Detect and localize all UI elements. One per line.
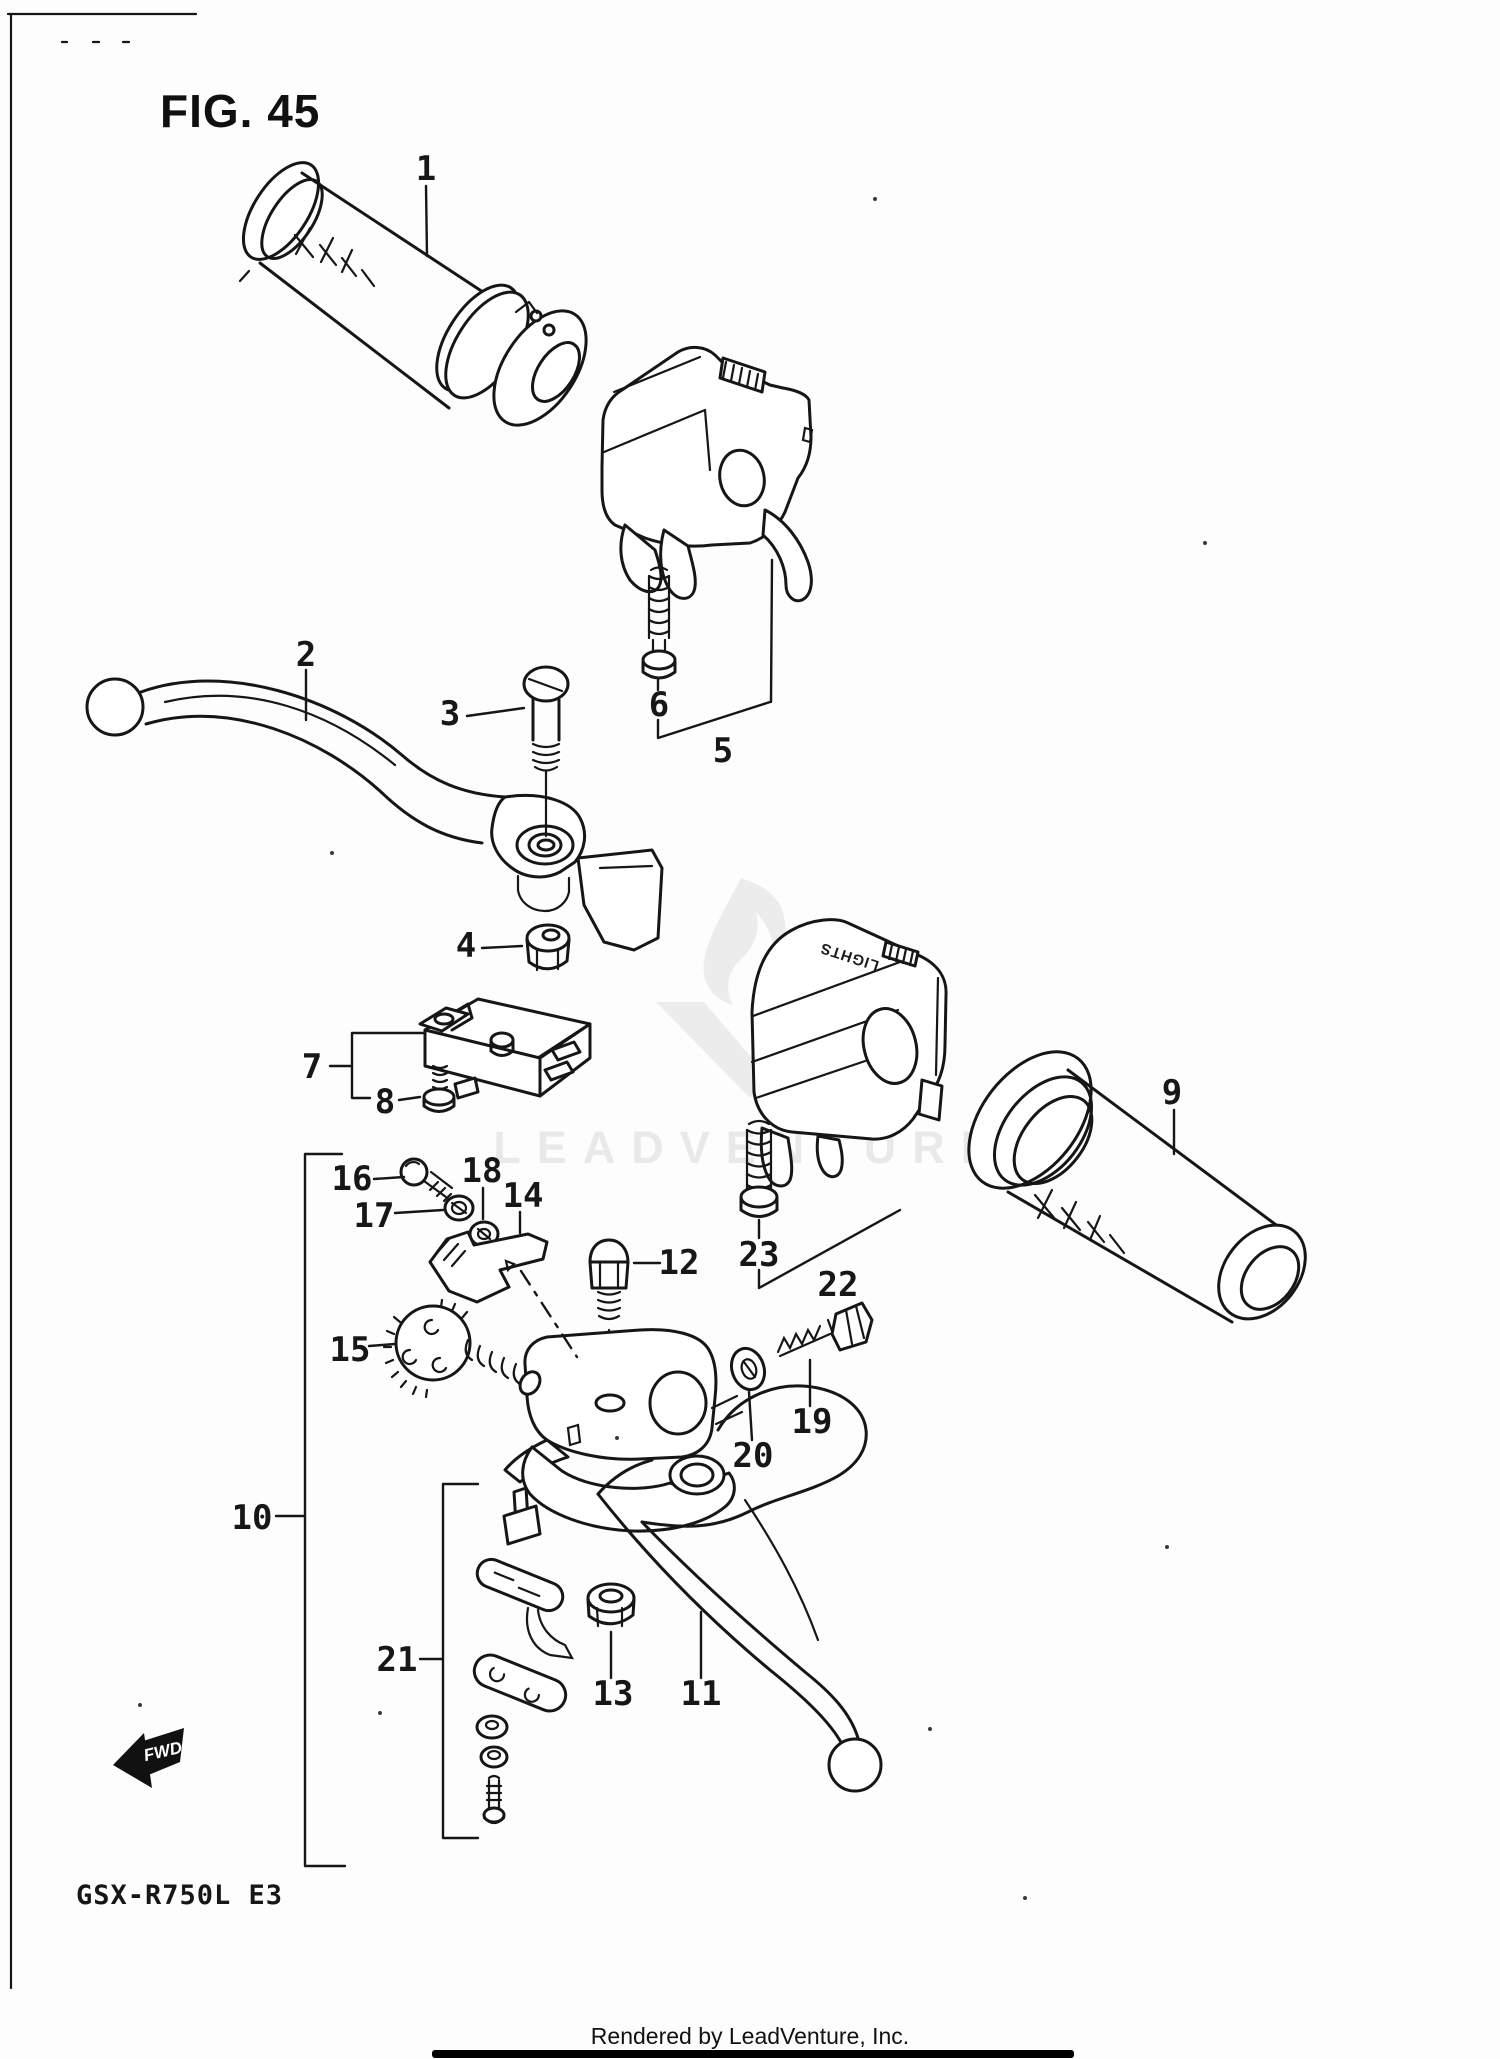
- brake-lever: [85, 677, 664, 952]
- figure-title: FIG. 45: [160, 85, 321, 137]
- brake-light-switch: [418, 997, 592, 1100]
- adjuster-screw-16: [399, 1157, 454, 1203]
- part-label-4: 4: [456, 926, 476, 966]
- footer-credit: Rendered by LeadVenture, Inc.: [590, 2023, 910, 2049]
- part-label-13: 13: [593, 1674, 634, 1714]
- part-label-16: 16: [332, 1159, 373, 1199]
- part-label-17: 17: [354, 1196, 395, 1236]
- housing-screw-6: [641, 566, 677, 680]
- housing-screw-23: [739, 1119, 779, 1218]
- leadventure-watermark: LEADVENTURE: [493, 878, 1007, 1173]
- part-label-2: 2: [296, 635, 316, 675]
- lever-holder: [503, 1328, 744, 1533]
- cable-adjuster-15: [382, 1298, 542, 1399]
- switch-mount-screw: [422, 1064, 456, 1113]
- leader-lines: [274, 184, 1176, 1868]
- part-label-6: 6: [649, 685, 669, 725]
- part-label-9: 9: [1162, 1073, 1182, 1113]
- flame-watermark-icon: [703, 878, 786, 1005]
- fwd-direction-arrow: FWD: [113, 1728, 184, 1788]
- lever-pivot-bolt: [522, 665, 570, 838]
- watermark-text: LEADVENTURE: [493, 1122, 1007, 1173]
- throttle-grip: [241, 161, 588, 427]
- lever-nut: [586, 1582, 636, 1628]
- part-label-5: 5: [713, 731, 733, 771]
- right-switch-housing: [600, 346, 814, 603]
- part-label-18: 18: [462, 1151, 503, 1191]
- bottom-bar: [432, 2050, 1074, 2058]
- left-switch-housing: LIGHTS: [750, 918, 948, 1188]
- part-label-22: 22: [818, 1265, 859, 1305]
- part-label-11: 11: [681, 1674, 722, 1714]
- scan-specks: [138, 197, 1207, 1900]
- part-label-7: 7: [302, 1047, 322, 1087]
- part-label-10: 10: [232, 1498, 273, 1538]
- model-code: GSX-R750L E3: [76, 1880, 284, 1911]
- lever-bracket-14: [428, 1230, 549, 1304]
- part-label-19: 19: [792, 1402, 833, 1442]
- part-label-12: 12: [659, 1243, 700, 1283]
- part-label-23: 23: [739, 1235, 780, 1275]
- part-number-labels: 1 2 3 4 5 6 7 8 9 10 11 12 13 14 15 16 1…: [232, 149, 1183, 1714]
- washer-18: [468, 1220, 500, 1248]
- adjuster-stack-21: [472, 1486, 574, 1825]
- part-label-20: 20: [733, 1436, 774, 1476]
- part-label-14: 14: [503, 1176, 544, 1216]
- clutch-lever: [596, 1384, 883, 1793]
- part-label-8: 8: [375, 1082, 395, 1122]
- page-border-lines: [6, 12, 198, 1990]
- part-label-3: 3: [440, 694, 460, 734]
- part-label-1: 1: [416, 149, 436, 189]
- washer-20: [729, 1346, 767, 1392]
- clamp-bolt: [588, 1238, 630, 1396]
- part-label-21: 21: [377, 1640, 418, 1680]
- left-grip: [967, 1050, 1307, 1324]
- locknut-17: [443, 1194, 475, 1222]
- adjuster-bolt-19: [776, 1301, 874, 1358]
- part-label-15: 15: [330, 1330, 371, 1370]
- pivot-nut: [525, 923, 571, 972]
